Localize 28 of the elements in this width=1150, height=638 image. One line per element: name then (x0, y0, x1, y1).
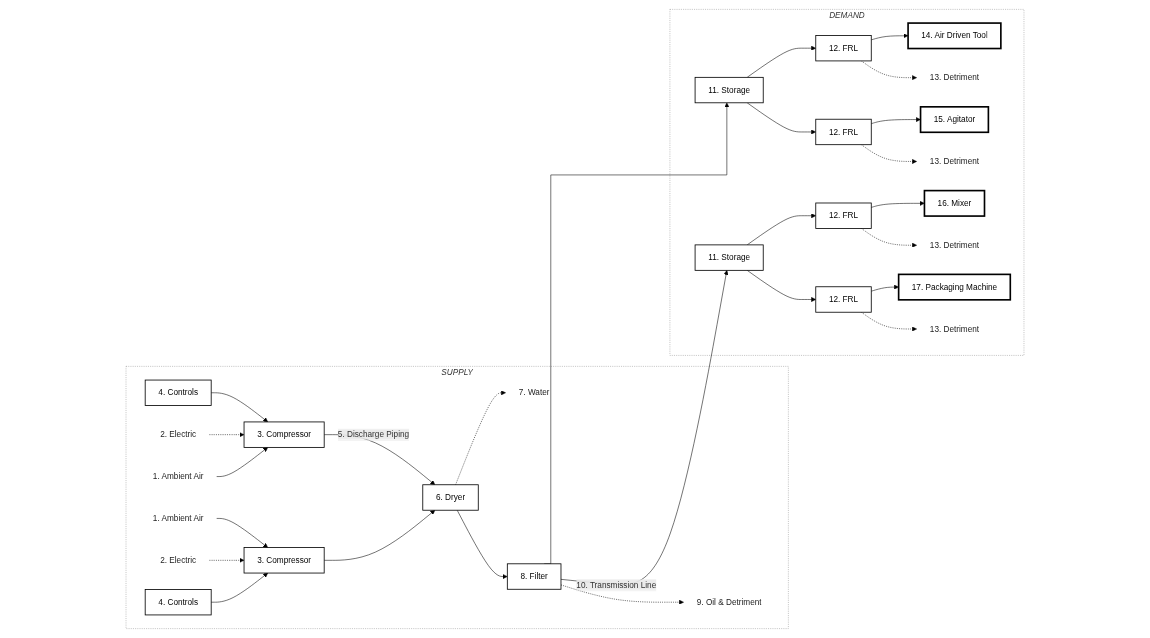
node-box: 17. Packaging Machine (897, 273, 1012, 301)
node-box: 12. FRL (815, 35, 872, 62)
node-box: 4. Controls (144, 379, 212, 406)
node-box: 11. Storage (694, 244, 764, 271)
node-text: 13. Detriment (929, 323, 980, 334)
edge-label: 5. Discharge Piping (337, 429, 410, 439)
node-text: 13. Detriment (929, 240, 980, 250)
node-box: 12. FRL (815, 286, 872, 313)
node-box: 14. Air Driven Tool (907, 22, 1002, 50)
node-text: 2. Electric (160, 555, 197, 565)
edge-label: 10. Transmission Line (576, 580, 657, 590)
node-text: 2. Electric (160, 429, 197, 439)
node-box: 3. Compressor (243, 547, 325, 574)
node-text: 7. Water (518, 387, 550, 398)
node-box: 6. Dryer (422, 484, 479, 511)
node-box: 8. Filter (506, 563, 562, 590)
node-box: 16. Mixer (923, 189, 986, 217)
node-box: 12. FRL (815, 118, 872, 146)
node-text: 1. Ambient Air (152, 513, 204, 523)
node-text: 13. Detriment (929, 72, 980, 82)
node-text: 1. Ambient Air (152, 471, 204, 481)
node-box: 11. Storage (694, 76, 764, 104)
node-text: 9. Oil & Detriment (696, 597, 762, 607)
node-box: 3. Compressor (243, 421, 325, 448)
node-box: 12. FRL (815, 202, 872, 229)
node-box: 4. Controls (144, 589, 212, 616)
node-box: 15. Agitator (919, 106, 990, 134)
node-text: 13. Detriment (929, 156, 980, 166)
